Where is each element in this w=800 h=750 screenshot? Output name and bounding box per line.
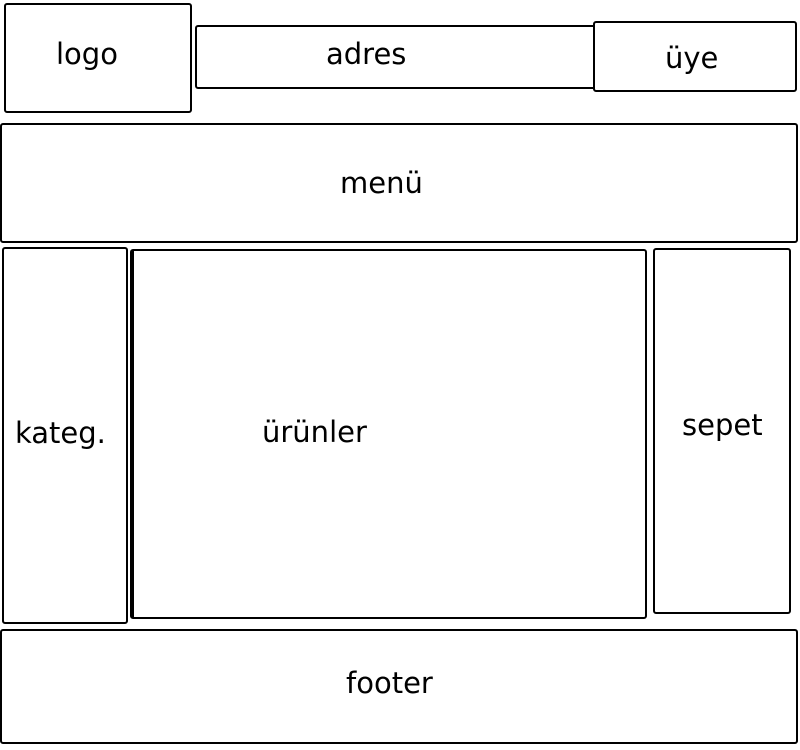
address-label: adres — [326, 37, 407, 71]
cart-box: sepet — [653, 248, 791, 614]
menu-label: menü — [340, 166, 423, 200]
products-box: ürünler — [130, 249, 647, 619]
categories-box: kateg. — [2, 247, 128, 624]
logo-label: logo — [56, 37, 118, 71]
footer-label: footer — [346, 666, 433, 700]
cart-label: sepet — [682, 408, 763, 442]
address-box: adres — [195, 25, 599, 89]
logo-box: logo — [4, 3, 192, 113]
products-label: ürünler — [262, 415, 367, 449]
member-box: üye — [593, 21, 797, 92]
member-label: üye — [665, 41, 719, 75]
menu-box: menü — [0, 123, 798, 243]
footer-box: footer — [0, 629, 798, 744]
categories-label: kateg. — [15, 416, 106, 450]
